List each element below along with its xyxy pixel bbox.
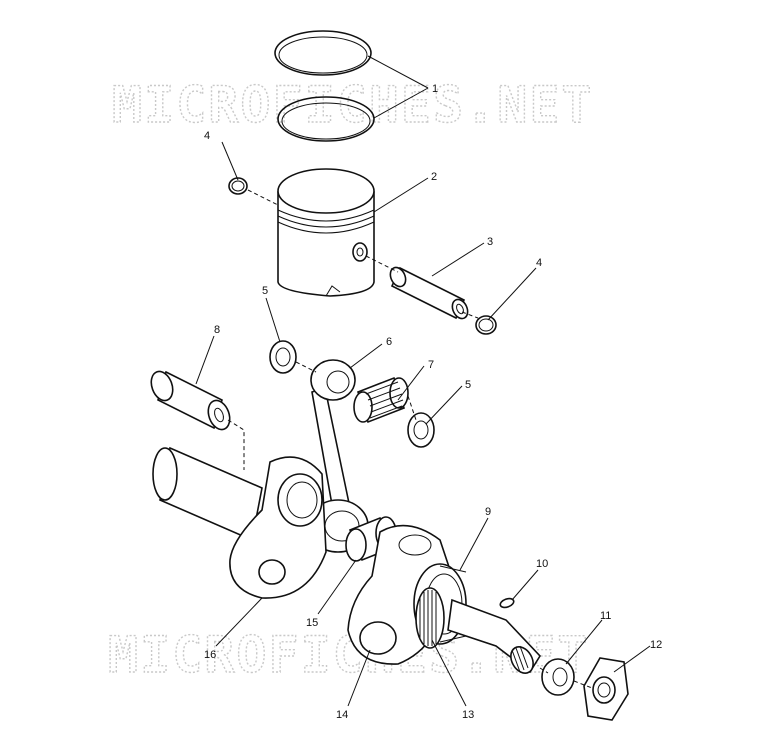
- callout-15: 15: [306, 617, 318, 629]
- piston-ring-lower: [277, 96, 375, 142]
- callout-4-left: 4: [204, 130, 210, 142]
- piston: [277, 168, 375, 297]
- callout-2: 2: [431, 171, 437, 183]
- piston-pin: [389, 266, 469, 320]
- callout-14: 14: [336, 709, 348, 721]
- crank-pin: [150, 370, 231, 431]
- callout-10: 10: [536, 558, 548, 570]
- callout-9: 9: [485, 506, 491, 518]
- piston-ring-upper: [274, 30, 372, 76]
- callout-4-right: 4: [536, 257, 542, 269]
- small-end-needle-bearing: [353, 376, 409, 424]
- callout-3: 3: [487, 236, 493, 248]
- crankshaft-half-left: [152, 446, 327, 599]
- circlip-right: [475, 315, 497, 335]
- woodruff-key: [499, 597, 515, 609]
- callout-6: 6: [386, 336, 392, 348]
- callout-11: 11: [600, 610, 611, 622]
- callout-8: 8: [214, 324, 220, 336]
- hex-nut: [583, 657, 629, 721]
- circlip-left: [228, 177, 248, 195]
- leader-lines: [195, 55, 651, 707]
- callout-5-left: 5: [262, 285, 268, 297]
- callout-12: 12: [650, 639, 662, 651]
- callout-7: 7: [428, 359, 434, 371]
- callout-5-right: 5: [465, 379, 471, 391]
- callout-13: 13: [462, 709, 474, 721]
- callout-16: 16: [204, 649, 216, 661]
- callout-1: 1: [432, 83, 438, 95]
- thrust-washer-right: [407, 412, 435, 448]
- lock-washer: [541, 658, 575, 696]
- thrust-washer-left: [269, 340, 297, 374]
- watermark-top: MICROFICHES.NET: [112, 76, 594, 134]
- oil-seal: [415, 587, 445, 649]
- crankshaft-stub: [447, 598, 542, 674]
